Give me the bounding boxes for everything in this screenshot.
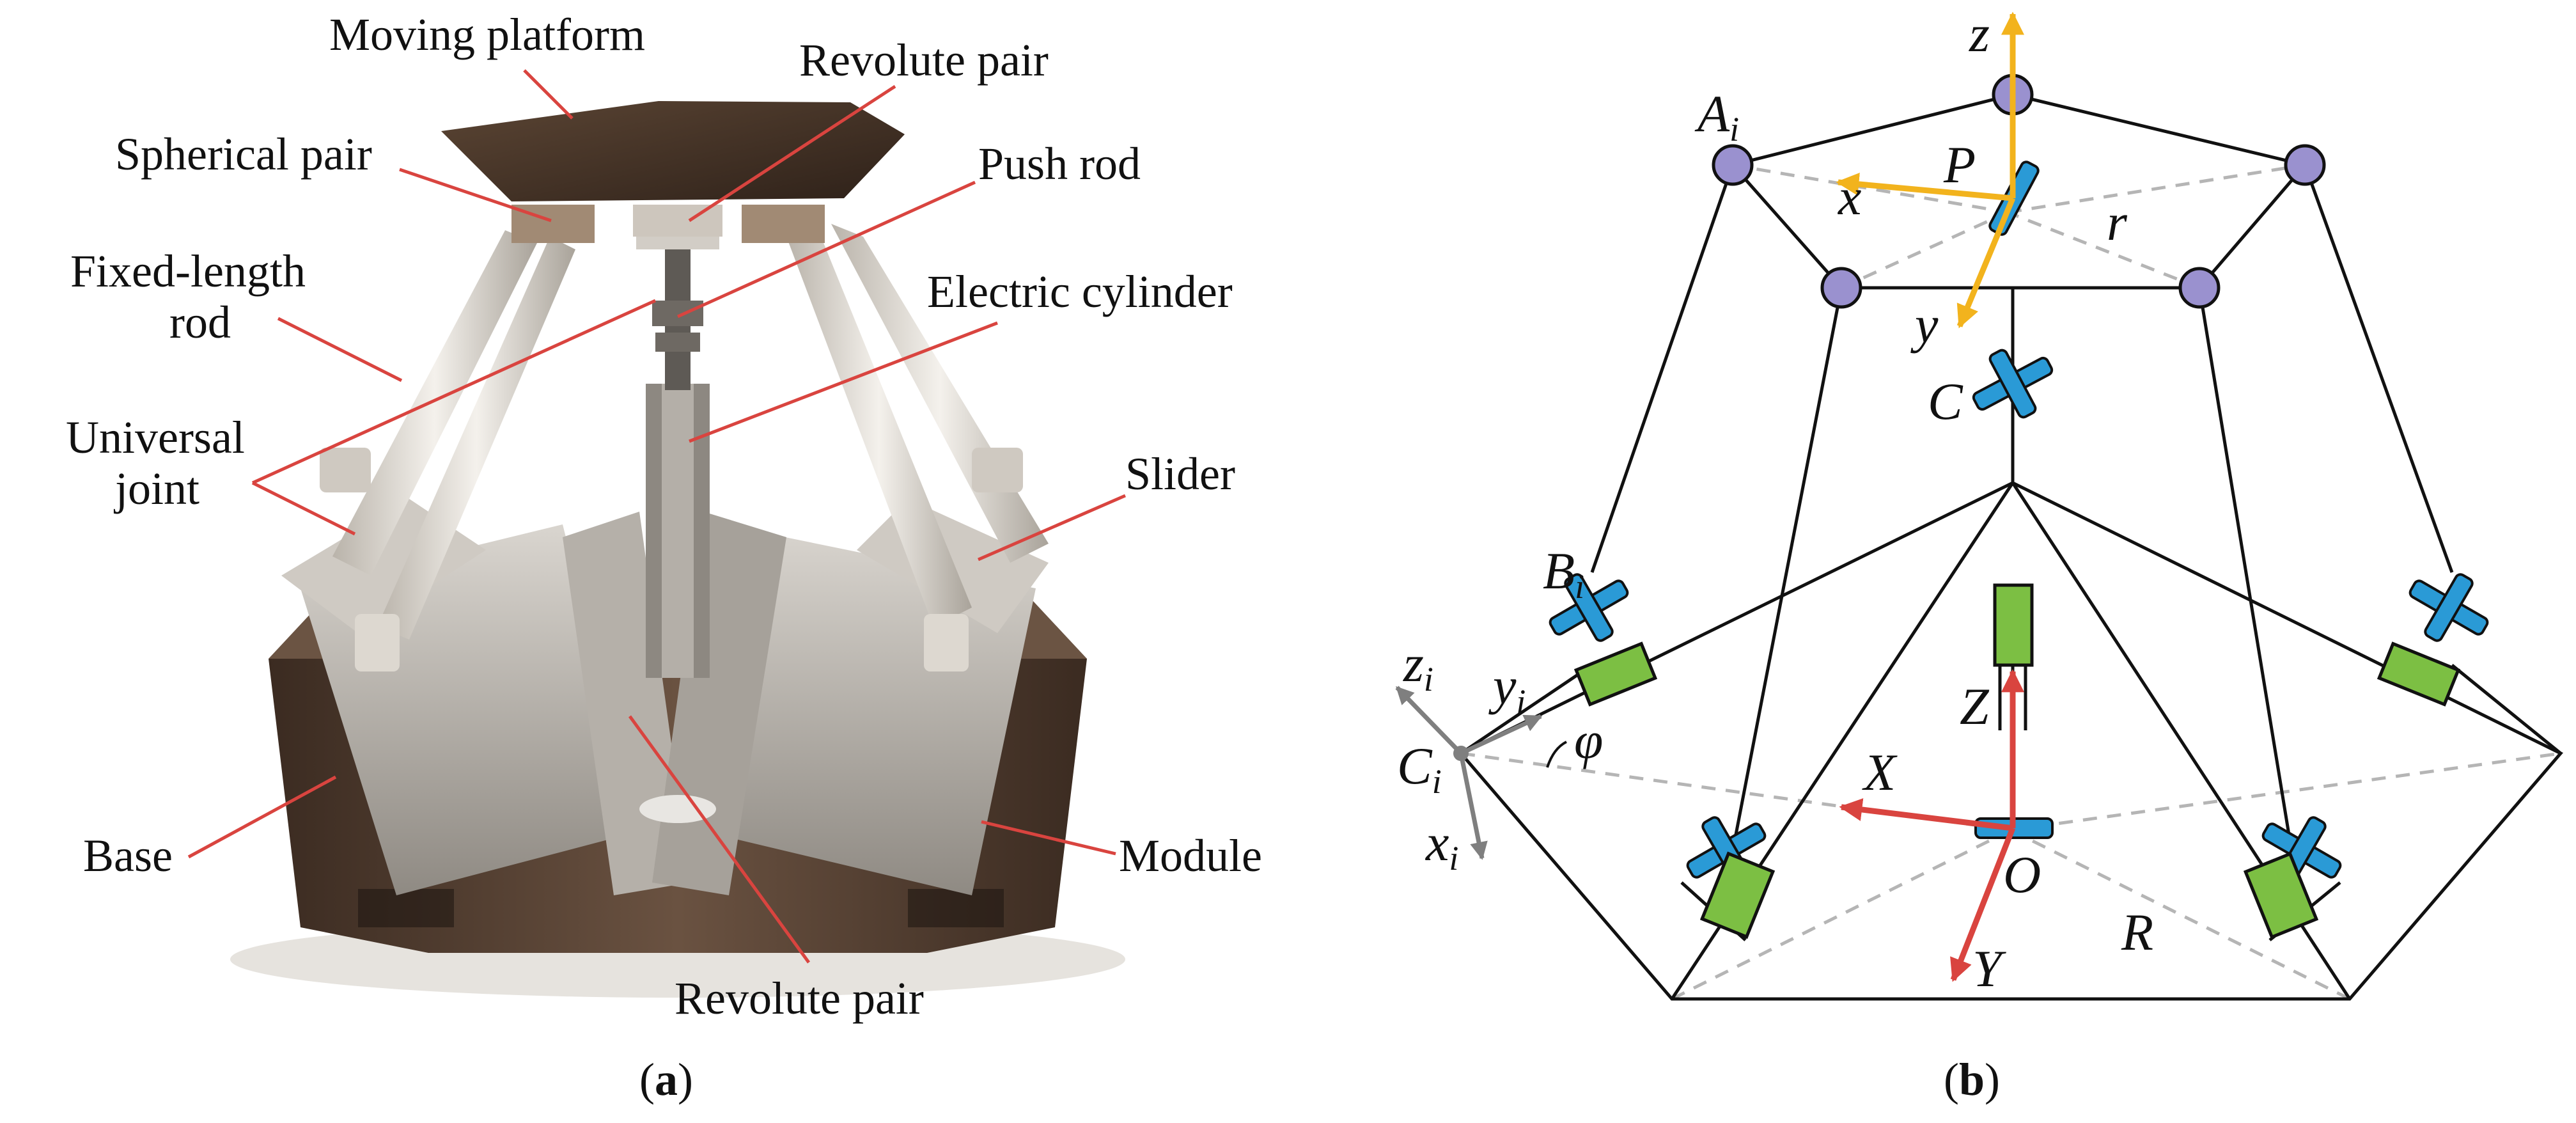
label-slider: Slider [1125, 448, 1235, 499]
label-spherical-pair: Spherical pair [115, 129, 372, 180]
sliders [1573, 583, 2461, 939]
label-universal-line1: Universal [66, 412, 245, 463]
panel-a: Moving platform Revolute pair Spherical … [66, 9, 1262, 1105]
phi-arc [1546, 741, 1567, 768]
label-moving-platform: Moving platform [329, 9, 645, 60]
ball-A-left [1712, 144, 1754, 186]
leader-universal-joint-2 [251, 481, 356, 536]
moving-platform-plate [441, 101, 905, 201]
ball-A-lowright [2178, 267, 2221, 309]
slider-center [1993, 583, 2034, 667]
label-push-rod: Push rod [978, 138, 1141, 189]
top-hexagon [1729, 93, 2308, 290]
panel-b: z Ai P x r y C Bi zi yi φ Ci xi X Z O R … [1395, 4, 2563, 1105]
joint-Bi-left [1549, 573, 1629, 642]
leader-electric-cylinder [689, 321, 998, 443]
ball-A-right [2284, 144, 2326, 186]
axis-y [1956, 197, 2016, 329]
slider-left [1573, 641, 1658, 707]
axis-yi [1460, 714, 1543, 756]
caption-b: (b) [1944, 1054, 2000, 1105]
callout-lines [187, 69, 1126, 964]
label-P: P [1943, 136, 1976, 194]
leader-revolute-pair-bottom [628, 715, 811, 964]
label-module: Module [1119, 830, 1262, 881]
local-frame-axes [1395, 686, 1543, 860]
leader-fixed-length-rod [277, 317, 403, 382]
label-C-i: Ci [1397, 737, 1442, 801]
label-electric-cylinder: Electric cylinder [927, 266, 1233, 317]
leader-slider [978, 494, 1126, 562]
slider-br [2243, 851, 2319, 939]
label-R: R [2121, 903, 2153, 961]
leader-base [187, 775, 337, 859]
label-Y: Y [1972, 939, 2006, 998]
label-fixed-length-line1: Fixed-length [70, 246, 306, 297]
label-phi: φ [1574, 711, 1603, 769]
leader-spherical-pair [399, 168, 552, 223]
base-frame-axes [1839, 669, 2024, 982]
label-y: y [1910, 295, 1939, 354]
label-revolute-pair-bottom: Revolute pair [675, 973, 924, 1024]
leader-moving-platform [523, 69, 574, 120]
axis-Y [1950, 827, 2016, 982]
label-r: r [2107, 193, 2128, 251]
joint-Bi-right [2408, 573, 2489, 642]
label-x: x [1838, 168, 1861, 226]
label-z-i: zi [1403, 634, 1433, 698]
central-column [636, 211, 719, 678]
joint-C [1972, 349, 2054, 419]
label-universal-line2: joint [113, 463, 199, 514]
label-O: O [2003, 845, 2041, 904]
axis-xi [1458, 753, 1488, 860]
axis-x [1836, 173, 2013, 201]
caption-a: (a) [639, 1054, 693, 1105]
moving-frame-axes [1836, 12, 2024, 329]
slider-right [2377, 641, 2461, 707]
label-Z: Z [1960, 677, 1990, 735]
leader-revolute-pair-top [688, 84, 896, 223]
leader-push-rod [676, 180, 976, 318]
point-Ci [1453, 746, 1469, 761]
spherical-pair-blocks [511, 205, 825, 243]
label-X: X [1862, 743, 1898, 801]
label-C: C [1928, 372, 1963, 430]
label-fixed-length-line2: rod [169, 297, 231, 348]
label-z: z [1969, 4, 1990, 63]
label-B-i: Bi [1543, 542, 1584, 606]
ball-A-lowleft [1820, 267, 1862, 309]
leader-module [981, 820, 1116, 856]
axis-X [1839, 798, 2013, 831]
rods [320, 224, 1049, 671]
label-A-i: Ai [1694, 84, 1739, 148]
slider-bl [1699, 851, 1776, 939]
axis-zi [1395, 686, 1463, 755]
label-base: Base [83, 830, 173, 881]
leader-universal-joint-1 [251, 299, 657, 485]
label-revolute-pair-top: Revolute pair [799, 35, 1049, 86]
label-y-i: yi [1488, 657, 1526, 721]
universal-joints [1549, 161, 2489, 885]
label-x-i: xi [1425, 813, 1458, 877]
